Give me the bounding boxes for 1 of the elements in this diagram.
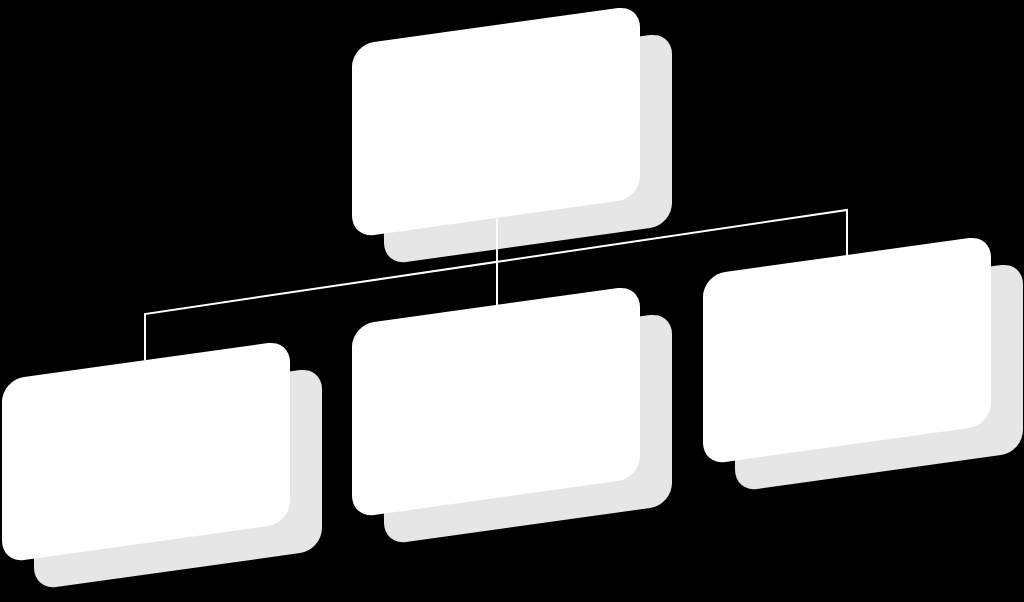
connector-line — [496, 208, 848, 263]
